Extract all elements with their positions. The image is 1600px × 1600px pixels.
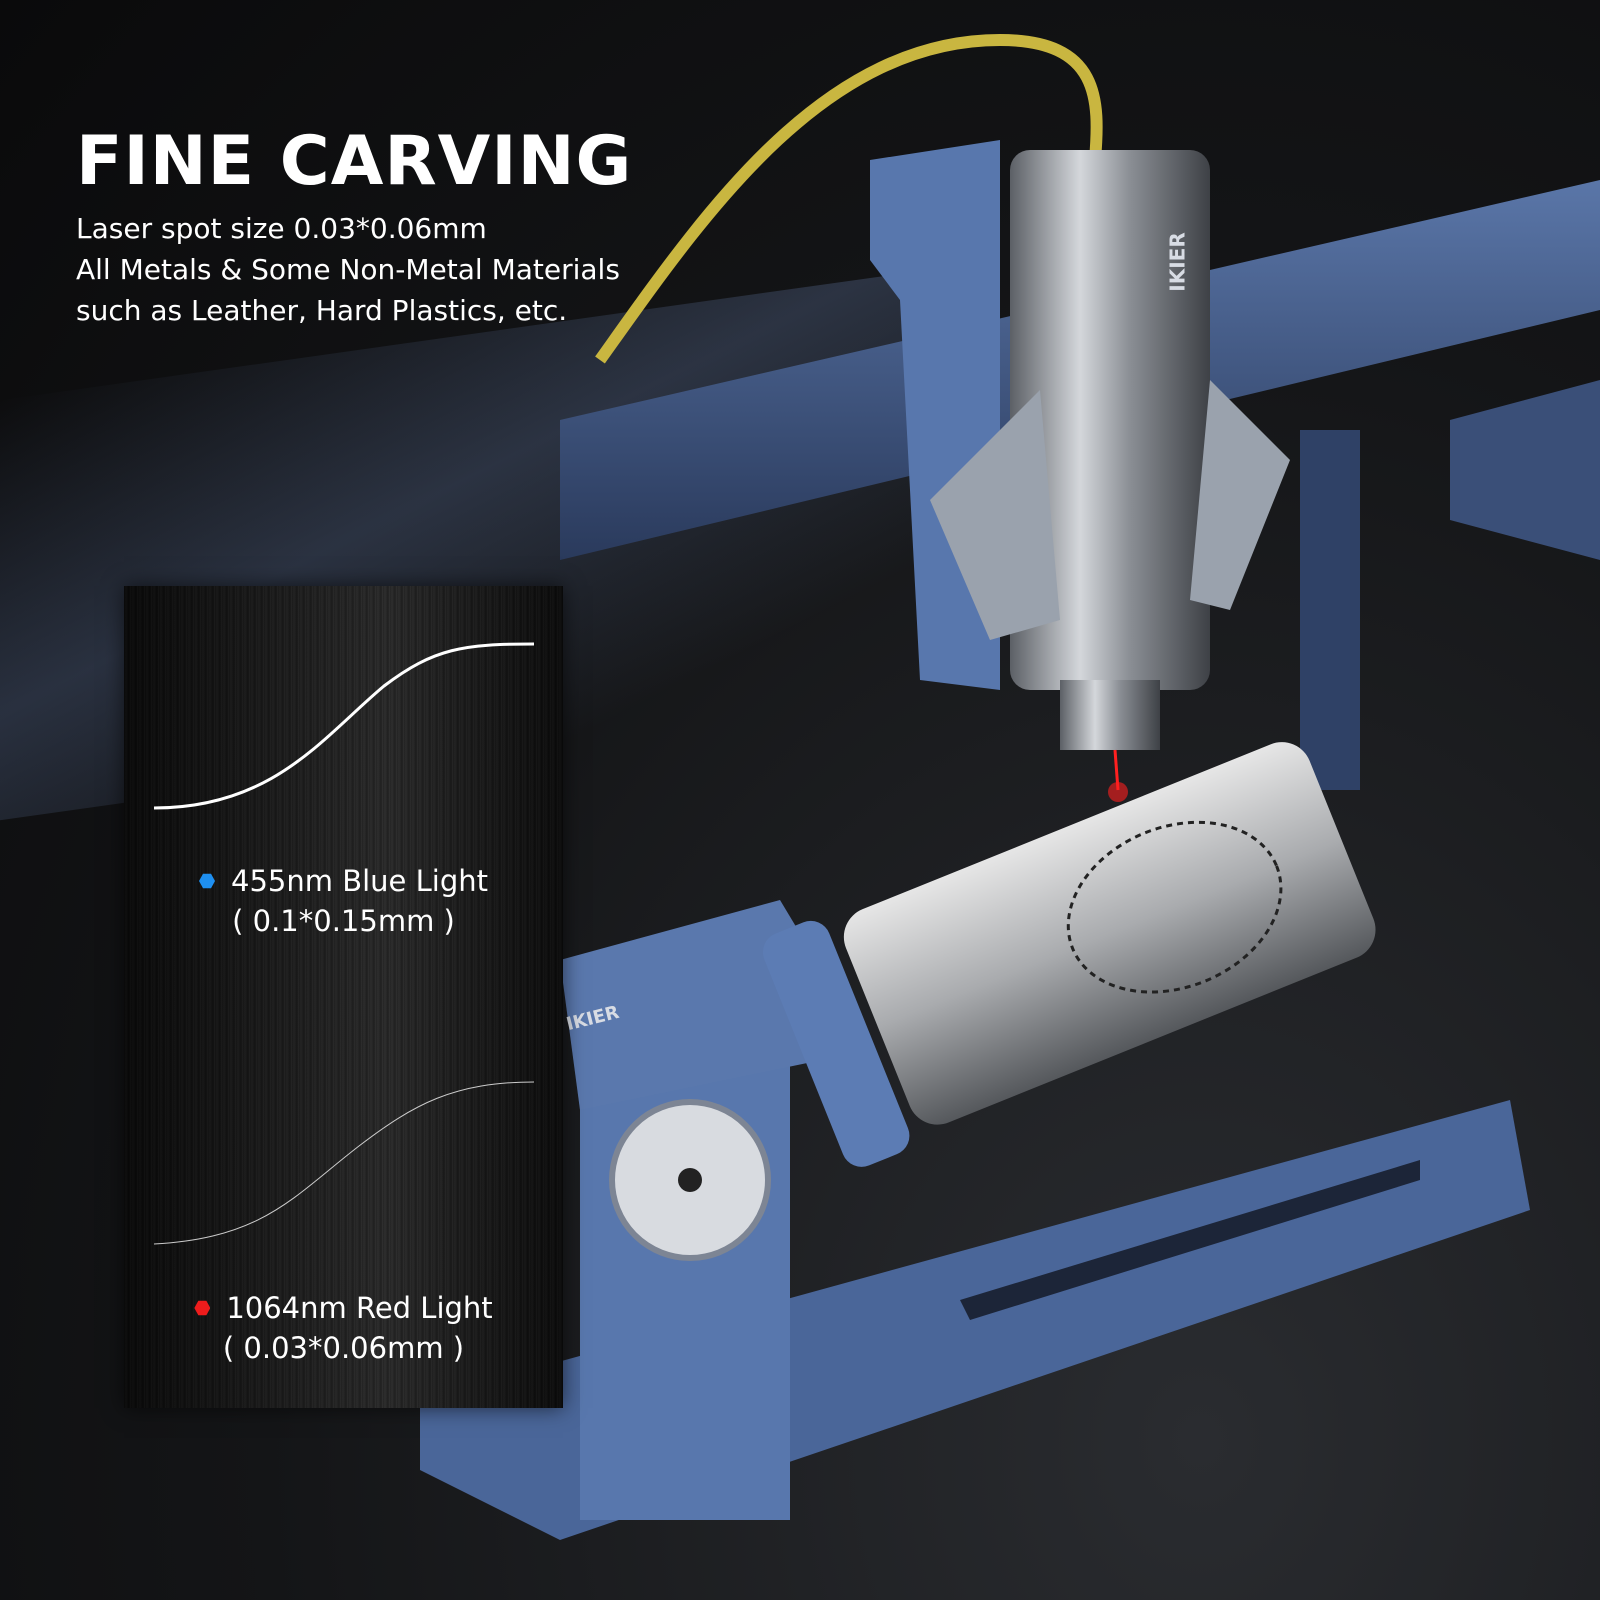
- red-light-legend: 1064nm Red Light ( 0.03*0.06mm ): [124, 1291, 563, 1365]
- blue-light-label: 455nm Blue Light: [231, 864, 488, 898]
- subtitle-line: All Metals & Some Non-Metal Materials: [76, 253, 620, 286]
- red-light-label: 1064nm Red Light: [226, 1291, 493, 1325]
- subtitle-line: such as Leather, Hard Plastics, etc.: [76, 294, 568, 327]
- headline: FINE CARVING: [76, 122, 633, 201]
- blue-light-curve: [153, 642, 535, 810]
- tumbler: [843, 742, 1376, 1125]
- spot-size-comparison-panel: 455nm Blue Light ( 0.1*0.15mm ) 1064nm R…: [124, 586, 563, 1408]
- brand-logo-module: IKIER: [1165, 232, 1190, 292]
- hexagon-bullet-icon: [199, 873, 216, 889]
- hexagon-bullet-icon: [194, 1300, 211, 1316]
- blue-light-legend: 455nm Blue Light ( 0.1*0.15mm ): [124, 864, 563, 938]
- laser-module: [1010, 150, 1210, 690]
- subtitle: Laser spot size 0.03*0.06mm All Metals &…: [76, 208, 620, 331]
- red-light-spec: ( 0.03*0.06mm ): [222, 1331, 465, 1365]
- subtitle-line: Laser spot size 0.03*0.06mm: [76, 212, 487, 245]
- cable: [595, 33, 1103, 364]
- blue-light-spec: ( 0.1*0.15mm ): [232, 904, 455, 938]
- red-light-curve: [153, 1081, 535, 1245]
- spot-curves: [153, 642, 535, 1245]
